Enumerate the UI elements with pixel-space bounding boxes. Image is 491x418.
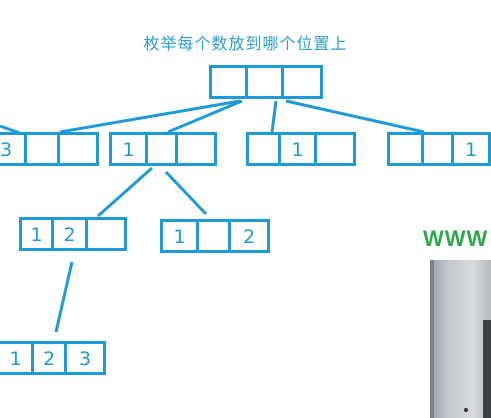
node-cell: 1 — [465, 139, 478, 161]
node-cell — [248, 68, 284, 96]
tree-node-level3-a: 1 2 3 — [0, 341, 106, 375]
node-cell: 1 — [0, 344, 34, 372]
edge-l1b-l2b — [164, 170, 208, 216]
node-cell: 3 — [78, 348, 92, 370]
node-cell — [27, 135, 60, 163]
edge-root-l1c — [270, 100, 278, 133]
tree-node-level2-a: 1 2 — [19, 217, 127, 251]
edge-root-l1d — [285, 99, 425, 134]
node-cell: 3 — [0, 135, 27, 163]
node-cell — [317, 135, 353, 163]
node-cell — [88, 220, 124, 248]
tree-node-level1-d: 1 — [387, 132, 491, 166]
node-cell — [249, 135, 281, 163]
tree-node-root — [209, 65, 323, 99]
tree-node-level1-c: 1 — [246, 132, 356, 166]
node-cell: 1 — [163, 222, 199, 250]
node-cell — [212, 68, 248, 96]
node-cell — [284, 68, 320, 96]
edge-l1a-tail — [0, 124, 21, 135]
edge-root-l1b — [167, 99, 243, 134]
tree-node-level1-a: 3 — [0, 132, 99, 166]
node-cell — [199, 222, 231, 250]
tree-node-level1-b: 1 — [109, 132, 217, 166]
edge-l2a-l3a — [54, 261, 74, 333]
node-cell: 1 — [22, 220, 54, 248]
video-dark-region — [483, 320, 491, 418]
tree-node-level2-b: 1 2 — [160, 219, 270, 253]
watermark-text: WWW — [423, 226, 489, 251]
node-cell — [424, 135, 455, 163]
node-cell: 1 — [281, 135, 317, 163]
node-cell — [148, 135, 178, 163]
presenter-video-overlay — [430, 260, 491, 418]
edge-l1b-l2a — [97, 166, 153, 218]
node-cell — [178, 135, 214, 163]
node-cell: 2 — [34, 344, 67, 372]
node-cell: 1 — [112, 135, 148, 163]
video-edge-shadow — [430, 260, 434, 418]
node-cell — [60, 135, 96, 163]
edge-root-l1a — [59, 99, 241, 134]
node-cell — [390, 135, 424, 163]
node-cell: 2 — [242, 226, 256, 248]
video-dot — [464, 408, 468, 412]
node-cell: 2 — [54, 220, 88, 248]
diagram-title: 枚举每个数放到哪个位置上 — [143, 34, 348, 53]
